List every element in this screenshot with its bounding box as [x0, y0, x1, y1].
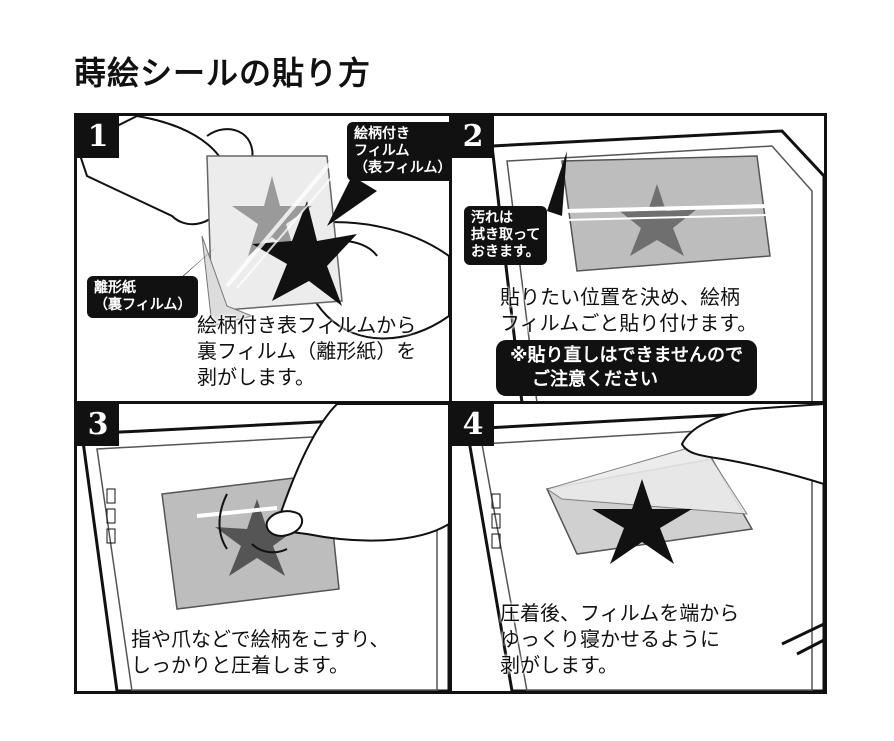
- horizontal-divider: [77, 401, 824, 404]
- caption-line: 圧着後、フィルムを端から: [500, 601, 740, 625]
- caption-line: 貼りたい位置を決め、絵柄: [500, 285, 740, 309]
- step-4-illustration: [465, 404, 824, 691]
- step-3-number: 3: [77, 404, 119, 446]
- gray-star-shape: [617, 184, 697, 256]
- step-2-panel: 2 汚れは 拭き取って おきます。 貼りたい位置を決め、絵柄 フィルムごと貼り付…: [452, 116, 824, 401]
- callout-line: 絵柄付き: [354, 126, 410, 142]
- step-4-number: 4: [452, 404, 494, 446]
- step-4-panel: 4 圧着後、フィルムを端から ゆっくり寝かせるように 剥がします。: [452, 404, 824, 691]
- callout-line: 拭き取って: [471, 227, 541, 243]
- callout-line: （表フィルム）: [354, 160, 449, 176]
- step-4-caption: 圧着後、フィルムを端から ゆっくり寝かせるように 剥がします。: [500, 600, 739, 678]
- step-3-panel: 3 指や爪などで絵柄をこすり、 しっかりと圧着します。: [77, 404, 449, 691]
- caption-line: しっかりと圧着します。: [131, 653, 349, 677]
- caption-line: ゆっくり寝かせるように: [500, 627, 720, 651]
- step-1-number: 1: [77, 116, 119, 158]
- caption-line: 剥がします。: [197, 365, 315, 389]
- instruction-frame: [74, 113, 827, 694]
- gray-star-shape: [232, 176, 312, 256]
- callout-line: フィルム: [354, 143, 410, 159]
- step-2-caption: 貼りたい位置を決め、絵柄 フィルムごと貼り付けます。: [500, 284, 757, 336]
- callout-line: おきます。: [471, 244, 540, 260]
- note-line: ※貼り直しはできませんので: [510, 345, 743, 366]
- step-3-illustration: [80, 404, 449, 691]
- step-1-panel: 1 絵柄付き フィルム （表フィルム） 離形紙 （裏フィルム） 絵柄付き表フィル…: [77, 116, 449, 401]
- step-3-caption: 指や爪などで絵柄をこすり、 しっかりと圧着します。: [131, 626, 389, 678]
- page-title: 蒔絵シールの貼り方: [74, 54, 372, 92]
- step-2-illustration: [490, 129, 824, 401]
- caption-line: フィルムごと貼り付けます。: [500, 311, 758, 335]
- black-star-shape: [252, 201, 357, 306]
- caption-line: 裏フィルム（離形紙）を: [197, 339, 417, 363]
- step-2-number: 2: [452, 116, 494, 158]
- callout-wipe-dirt: 汚れは 拭き取って おきます。: [464, 206, 548, 265]
- caption-line: 剥がします。: [500, 653, 618, 677]
- callout-line: （裏フィルム）: [94, 297, 192, 313]
- step-1-caption: 絵柄付き表フィルムから 裏フィルム（離形紙）を 剥がします。: [197, 312, 416, 390]
- step-1-illustration: [77, 116, 449, 340]
- callout-line: 離形紙: [94, 280, 136, 296]
- callout-film-front: 絵柄付き フィルム （表フィルム）: [347, 122, 449, 181]
- caption-line: 指や爪などで絵柄をこすり、: [131, 627, 390, 651]
- gray-star-shape: [215, 499, 299, 576]
- note-line: ご注意ください: [532, 369, 658, 390]
- caption-line: 絵柄付き表フィルムから: [197, 313, 417, 337]
- callout-line: 汚れは: [471, 210, 513, 226]
- black-star-shape: [592, 479, 692, 564]
- callout-release-paper: 離形紙 （裏フィルム）: [87, 276, 199, 318]
- warning-note: ※貼り直しはできませんので ご注意ください: [496, 340, 757, 396]
